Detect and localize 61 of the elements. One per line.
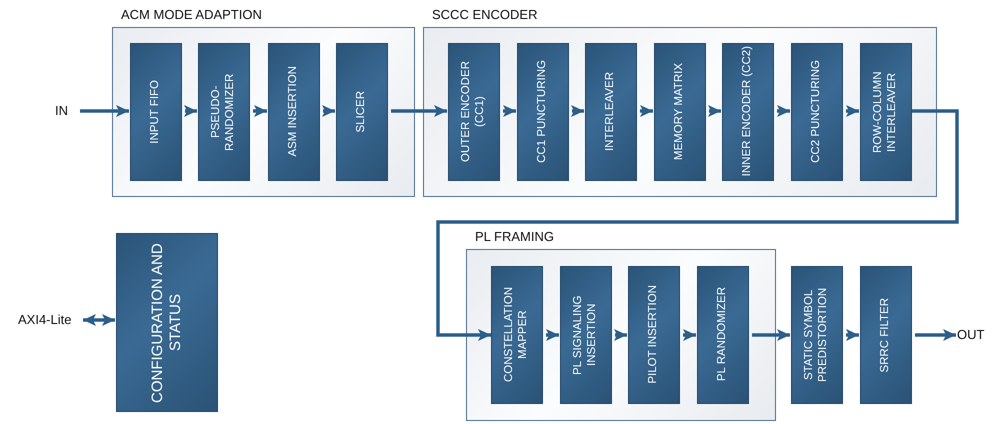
- group-heading: ACM MODE ADAPTION: [121, 7, 262, 22]
- process-block: [560, 266, 612, 404]
- arrow: [253, 105, 267, 117]
- process-block: [448, 42, 500, 180]
- process-block: [584, 42, 636, 180]
- arrow: [640, 105, 653, 117]
- block-label: INTERLEAVER: [604, 72, 617, 152]
- block-label: INNER ENCODER (CC2): [740, 46, 754, 177]
- process-block: [268, 42, 320, 180]
- arrow: [915, 329, 956, 341]
- block-label: SLICER: [354, 90, 368, 132]
- arrow: [503, 105, 516, 117]
- arrow: [436, 109, 959, 341]
- arrow: [80, 105, 129, 117]
- block-label: MEMORY MATRIX: [672, 62, 686, 160]
- process-block: [116, 233, 218, 412]
- block-label: INPUT FIFO: [148, 80, 162, 144]
- block-label: SRRC FILTER: [879, 298, 892, 372]
- arrow: [184, 105, 197, 117]
- process-block: [130, 42, 182, 180]
- arrow: [708, 105, 721, 117]
- block-label: OUTER ENCODER (CC1): [460, 60, 486, 164]
- process-block: [860, 266, 912, 404]
- arrow: [391, 105, 447, 117]
- process-block: [791, 266, 843, 404]
- process-block: [860, 42, 912, 180]
- arrow: [683, 329, 696, 341]
- process-block: [722, 42, 774, 180]
- block-label: PL RANDOMIZER: [716, 287, 729, 382]
- port-label: AXI4-Lite: [18, 311, 72, 329]
- block-label: PILOT INSERTION: [646, 285, 660, 384]
- process-block: [516, 42, 568, 180]
- process-block: [654, 42, 706, 180]
- arrow: [846, 329, 859, 341]
- process-block: [490, 266, 542, 404]
- arrow: [614, 329, 627, 341]
- port-label: IN: [55, 102, 68, 120]
- block-label: PL SIGNALING INSERTION: [572, 294, 598, 376]
- arrow: [322, 105, 335, 117]
- block-label: PSEUDO- RANDOMIZER: [210, 72, 236, 152]
- arrow: [546, 329, 559, 341]
- block-label: CC2 PUNCTURING: [810, 60, 823, 163]
- port-label: OUT: [957, 326, 984, 344]
- block-label: STATIC SYMBOL PREDISTORTION: [803, 286, 830, 384]
- process-block: [696, 266, 748, 404]
- process-block: [628, 266, 680, 404]
- block-label: CONFIGURATION AND STATUS: [149, 242, 185, 404]
- block-label: ROW-COLUMN INTERLEAVER: [872, 70, 898, 154]
- arrow: [83, 314, 115, 326]
- group-heading: SCCC ENCODER: [432, 7, 538, 22]
- group-heading: PL FRAMING: [475, 229, 554, 244]
- arrow: [752, 329, 790, 341]
- arrow: [571, 105, 584, 117]
- arrow: [777, 105, 790, 117]
- block-label: ASM INSERTION: [286, 66, 300, 157]
- block-label: CC1 PUNCTURING: [536, 60, 549, 163]
- process-block: [336, 42, 388, 180]
- arrow: [846, 105, 859, 117]
- process-block: [790, 42, 842, 180]
- block-label: CONSTELLATION MAPPER: [502, 286, 530, 384]
- process-block: [198, 42, 250, 180]
